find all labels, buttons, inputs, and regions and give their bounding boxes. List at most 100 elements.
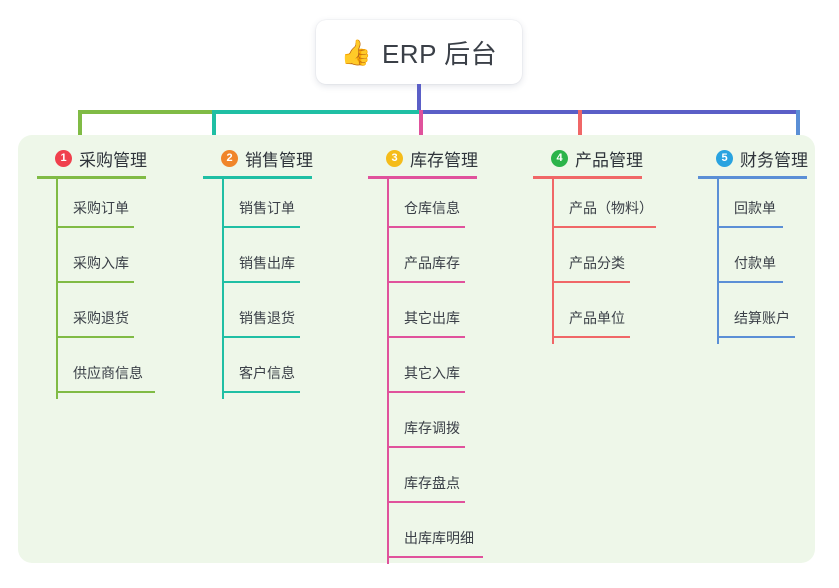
branch-title: 财务管理 — [740, 150, 808, 170]
branch-item-label: 采购入库 — [73, 255, 129, 271]
branch-item-underline — [56, 281, 134, 283]
branch-item-list-4: 产品（物料） 产品分类产品单位 — [533, 179, 656, 344]
branch-column-4: 4 产品管理产品（物料） 产品分类产品单位 — [533, 145, 656, 344]
branch-item-underline — [387, 226, 465, 228]
branch-item-label: 产品分类 — [569, 255, 625, 271]
branch-item-list-1: 采购订单采购入库采购退货供应商信息 — [37, 179, 155, 399]
branch-item-underline — [717, 281, 783, 283]
branch-drop-connector-4 — [578, 110, 582, 155]
branch-item-label: 产品库存 — [404, 255, 460, 271]
branch-title-underline — [203, 176, 312, 179]
root-trunk-connector — [417, 84, 421, 112]
branch-item-underline — [387, 336, 465, 338]
branch-item-label: 采购退货 — [73, 310, 129, 326]
branch-item-underline — [717, 336, 795, 338]
branch-item-list-5: 回款单付款单结算账户 — [698, 179, 808, 344]
branch-stem-connector — [222, 179, 224, 399]
branch-title-underline — [37, 176, 146, 179]
branch-item-underline — [552, 336, 630, 338]
branch-title: 销售管理 — [245, 150, 313, 170]
branch-item-label: 库存调拨 — [404, 420, 460, 436]
branch-item-label: 销售出库 — [239, 255, 295, 271]
branch-item[interactable]: 其它入库 — [368, 344, 478, 399]
branch-header-3[interactable]: 3 库存管理 — [368, 145, 478, 171]
branch-title: 产品管理 — [575, 150, 643, 170]
branch-number-badge: 2 — [221, 149, 238, 167]
branch-item-underline — [222, 281, 300, 283]
branch-item-list-3: 仓库信息产品库存其它出库其它入库库存调拨库存盘点出库库明细 — [368, 179, 483, 564]
branch-column-5: 5 财务管理回款单付款单结算账户 — [698, 145, 808, 344]
branch-item-underline — [387, 556, 483, 558]
branch-item[interactable]: 销售退货 — [203, 289, 313, 344]
branch-title: 库存管理 — [410, 150, 478, 170]
branch-item-underline — [222, 391, 300, 393]
branch-item[interactable]: 供应商信息 — [37, 344, 155, 399]
branch-item[interactable]: 采购退货 — [37, 289, 147, 344]
branch-number-badge: 1 — [55, 149, 72, 167]
branch-item-underline — [717, 226, 783, 228]
branch-title-underline — [698, 176, 807, 179]
branch-stem-connector — [56, 179, 58, 399]
branch-title: 采购管理 — [79, 150, 147, 170]
thumbs-up-icon: 👍 — [340, 38, 372, 67]
branch-item[interactable]: 产品单位 — [533, 289, 643, 344]
bus-segment-teal — [212, 110, 419, 114]
branch-item-underline — [387, 446, 465, 448]
branch-item[interactable]: 销售出库 — [203, 234, 313, 289]
branch-item[interactable]: 产品分类 — [533, 234, 643, 289]
branch-number-badge: 5 — [716, 149, 733, 167]
branch-header-5[interactable]: 5 财务管理 — [698, 145, 808, 171]
branch-item[interactable]: 产品库存 — [368, 234, 478, 289]
branch-item[interactable]: 回款单 — [698, 179, 808, 234]
branch-item-underline — [56, 391, 155, 393]
branch-drop-connector-5 — [796, 110, 800, 155]
branch-header-4[interactable]: 4 产品管理 — [533, 145, 643, 171]
branch-item-underline — [552, 281, 630, 283]
branch-drop-connector-3 — [419, 110, 423, 155]
branch-item-label: 产品单位 — [569, 310, 625, 326]
branch-item-label: 产品（物料） — [569, 200, 653, 216]
branch-column-1: 1 采购管理采购订单采购入库采购退货供应商信息 — [37, 145, 155, 399]
branch-item-label: 回款单 — [734, 200, 776, 216]
root-node-label: ERP 后台 — [381, 38, 498, 69]
branch-item-label: 库存盘点 — [404, 475, 460, 491]
branch-item-label: 付款单 — [734, 255, 776, 271]
branch-item[interactable]: 付款单 — [698, 234, 808, 289]
branch-item-label: 销售退货 — [239, 310, 295, 326]
branch-item-underline — [387, 501, 465, 503]
branch-stem-connector — [552, 179, 554, 344]
branch-item[interactable]: 仓库信息 — [368, 179, 478, 234]
branch-item-underline — [387, 391, 465, 393]
branch-column-2: 2 销售管理销售订单销售出库销售退货客户信息 — [203, 145, 313, 399]
branch-item-label: 仓库信息 — [404, 200, 460, 216]
branch-item-label: 采购订单 — [73, 200, 129, 216]
bus-segment-green — [78, 110, 212, 114]
branch-number-badge: 4 — [551, 149, 568, 167]
branch-title-underline — [368, 176, 477, 179]
branch-item[interactable]: 出库库明细 — [368, 509, 483, 564]
branch-item[interactable]: 其它出库 — [368, 289, 478, 344]
branch-item[interactable]: 客户信息 — [203, 344, 313, 399]
branch-number-badge: 3 — [386, 149, 403, 167]
branch-stem-connector — [387, 179, 389, 564]
root-node-card[interactable]: 👍 ERP 后台 — [316, 20, 522, 84]
branch-item[interactable]: 库存调拨 — [368, 399, 478, 454]
branch-item[interactable]: 结算账户 — [698, 289, 808, 344]
branch-item-underline — [222, 226, 300, 228]
branch-item-label: 客户信息 — [239, 365, 295, 381]
branch-item-underline — [222, 336, 300, 338]
branch-stem-connector — [717, 179, 719, 344]
branch-item-underline — [552, 226, 656, 228]
branch-item[interactable]: 产品（物料） — [533, 179, 656, 234]
branch-drop-connector-1 — [78, 110, 82, 155]
branch-header-1[interactable]: 1 采购管理 — [37, 145, 147, 171]
branch-item-label: 销售订单 — [239, 200, 295, 216]
branch-item[interactable]: 采购入库 — [37, 234, 147, 289]
bus-segment-blue — [419, 110, 796, 114]
branch-header-2[interactable]: 2 销售管理 — [203, 145, 313, 171]
branch-item[interactable]: 库存盘点 — [368, 454, 478, 509]
branch-drop-connector-2 — [212, 110, 216, 155]
branch-item[interactable]: 采购订单 — [37, 179, 147, 234]
branch-item-label: 其它入库 — [404, 365, 460, 381]
branch-item[interactable]: 销售订单 — [203, 179, 313, 234]
